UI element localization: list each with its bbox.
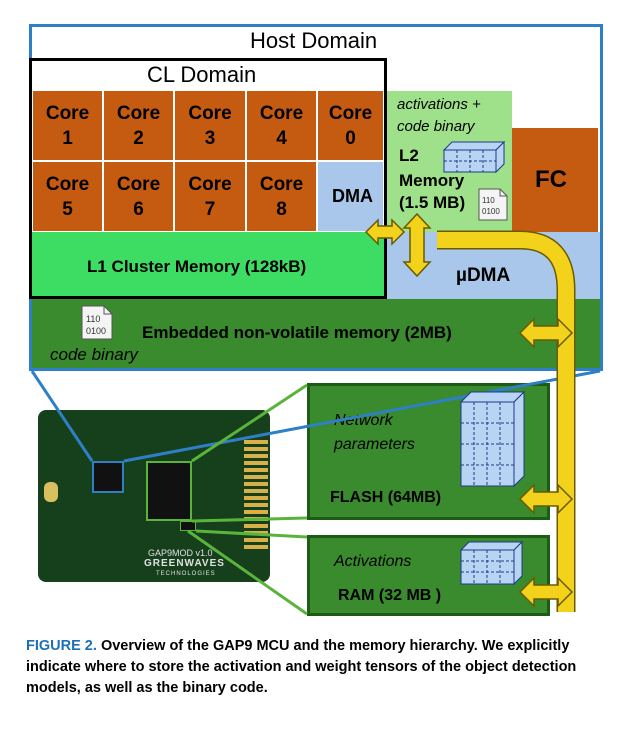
l2-line2: Memory [399,171,465,190]
core-4: Core 4 [246,90,317,161]
board-chip-ram [180,521,196,531]
arrow-l1-l2 [364,218,406,246]
core-6: Core 6 [103,161,174,232]
core-5-num: 5 [62,198,73,220]
l2-line3: (1.5 MB) [399,193,466,212]
envm-block [32,299,600,368]
core-8-num: 8 [276,198,287,220]
ram-note: Activations [334,553,412,570]
core-2: Core 2 [103,90,174,161]
core-0-num: 0 [345,127,356,149]
flash-link-bottom [191,516,308,523]
flash-tensor-icon [459,390,526,488]
board-chip-gap9 [92,461,124,493]
arrow-envm-bus [518,317,574,349]
ram-label: RAM (32 MB ) [338,587,442,604]
figure-caption: FIGURE 2. Overview of the GAP9 MCU and t… [26,636,606,699]
l1-memory-block [32,232,384,296]
l2-tensor-icon [442,140,506,174]
ram-link-top [195,529,308,539]
flash-note-line1: Network [334,412,393,429]
l2-note-line2: code binary [397,118,475,135]
core-7-name: Core [188,173,232,195]
l2-binary-line1: 110 [482,196,495,205]
core-5-name: Core [45,173,90,195]
flash-label: FLASH (64MB) [330,489,442,506]
fc-label: FC [535,166,567,193]
io-bus-fill [437,232,574,612]
core-8: Core 8 [246,161,317,232]
dma-label: DMA [332,186,373,206]
board-chip-flash [146,461,192,521]
core-3-num: 3 [204,127,216,149]
core-7-num: 7 [204,198,216,220]
envm-binary-line1: 110 [86,314,101,324]
core-5: Core 5 [32,161,103,232]
envm-binary-file-icon [81,305,113,340]
core-6-name: Core [116,173,161,195]
core-2-num: 2 [133,127,144,149]
udma-label: µDMA [456,265,511,286]
envm-label: Embedded non-volatile memory (2MB) [142,323,452,342]
l2-binary-line2: 0100 [482,207,500,216]
envm-note: code binary [50,345,138,364]
core-1: Core 1 [32,90,103,161]
flash-link-top [191,383,308,463]
ram-tensor-icon [459,540,524,586]
caption-text: Overview of the GAP9 MCU and the memory … [26,638,577,696]
core-1-num: 1 [62,127,73,149]
caption-figure-number: FIGURE 2. [26,638,97,654]
arrow-l2-udma [402,212,432,278]
core-3-name: Core [188,102,232,124]
l2-note-line1: activations + [397,96,481,113]
core-4-name: Core [259,102,304,124]
core-6-num: 6 [133,198,144,220]
core-4-num: 4 [276,127,287,149]
core-0-name: Core [328,102,373,124]
board-chip-label: GAP9MOD v1.0 [148,548,213,558]
host-domain-label: Host Domain [250,28,378,53]
envm-binary-line2: 0100 [86,326,107,336]
dma-block [317,161,384,232]
zoom-line-left [30,370,94,462]
cl-domain-label: CL Domain [147,62,257,87]
l2-title: L2 [399,146,419,165]
ram-link-bottom [187,529,308,616]
core-3: Core 3 [174,90,246,161]
core-1-name: Core [45,102,90,124]
board-brand: GREENWAVES [144,558,225,569]
core-0: Core 0 [317,90,384,161]
core-8-name: Core [259,173,304,195]
core-7: Core 7 [174,161,246,232]
board-brand-sub: TECHNOLOGIES [156,571,216,577]
core-2-name: Core [116,102,161,124]
fc-block [512,128,598,232]
board-battery [44,482,58,502]
flash-note-line2: parameters [334,436,415,453]
arrow-flash-bus [518,483,574,515]
zoom-line-right [123,369,601,463]
l1-label: L1 Cluster Memory (128kB) [87,257,307,276]
arrow-ram-bus [518,576,574,608]
l2-binary-file-icon [478,188,508,221]
